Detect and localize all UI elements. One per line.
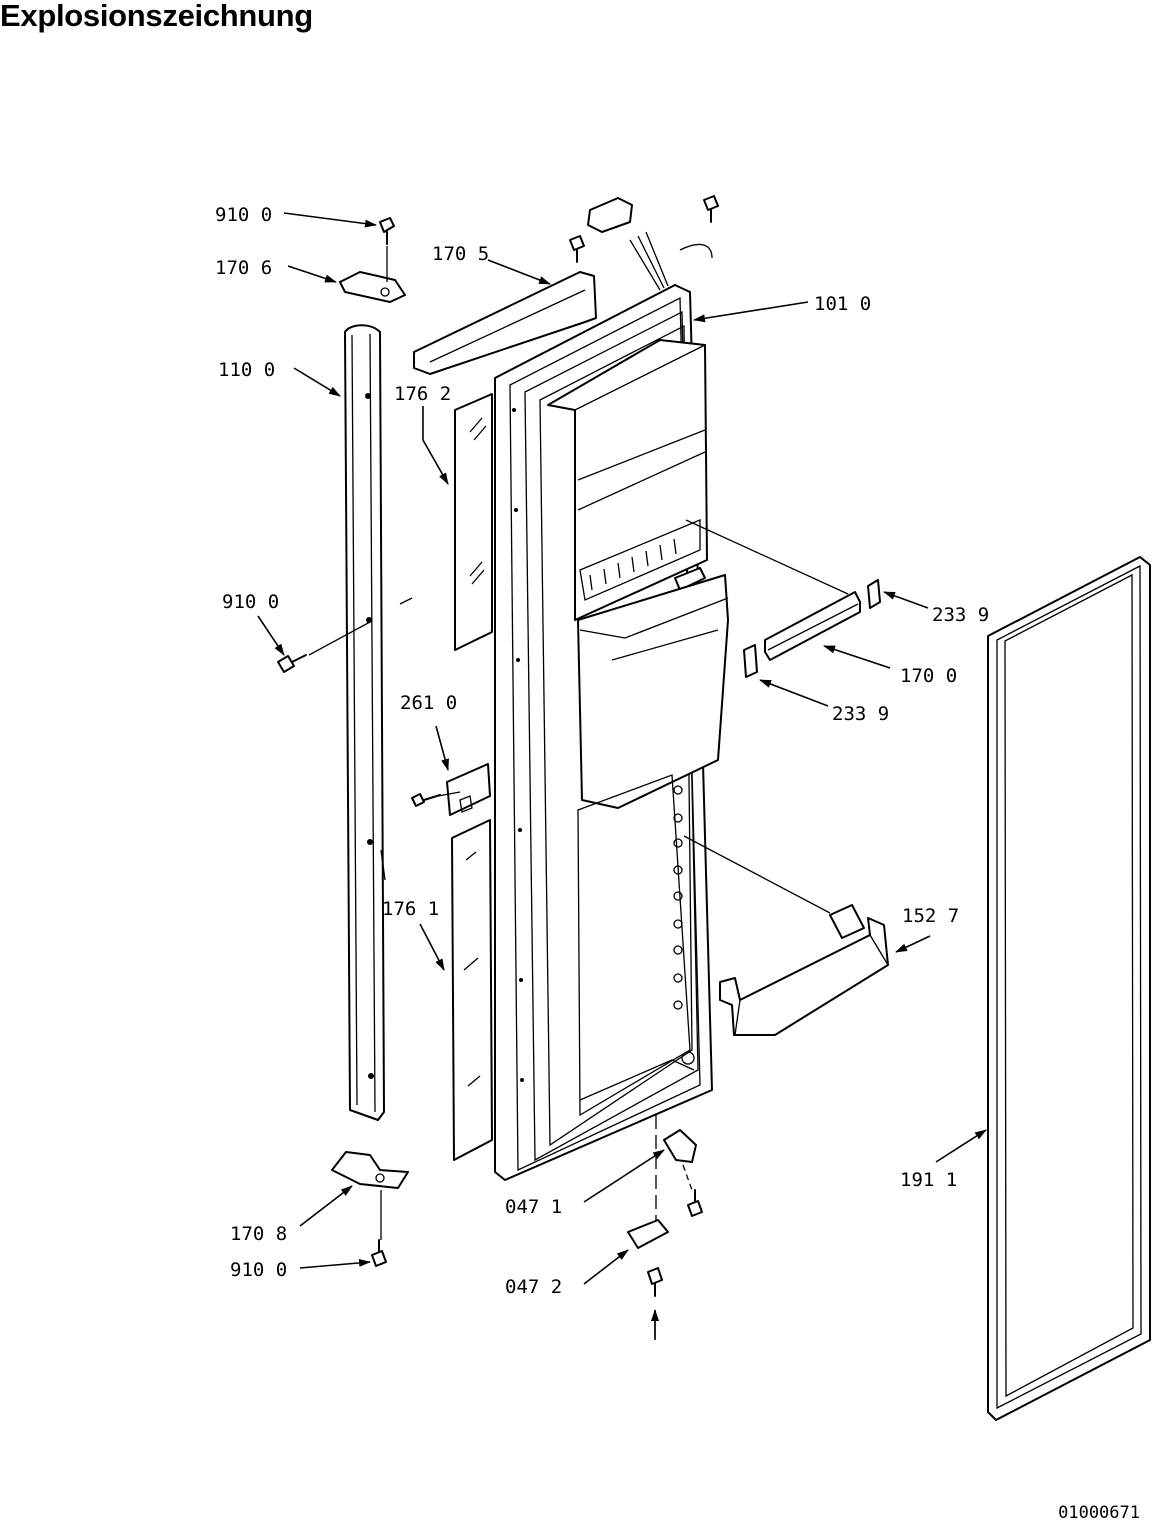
screw-icon bbox=[379, 217, 395, 245]
screw-icon bbox=[569, 235, 585, 263]
label-hinge-bottom: 170 8 bbox=[230, 1223, 287, 1245]
label-glass-lower: 176 1 bbox=[382, 898, 439, 920]
screw-icon bbox=[647, 1267, 663, 1297]
label-cover-top: 170 5 bbox=[432, 243, 489, 265]
label-end-cap-left: 233 9 bbox=[832, 703, 889, 725]
label-block: 261 0 bbox=[400, 692, 457, 714]
frame-holes bbox=[512, 408, 695, 1082]
end-cap-left bbox=[743, 644, 758, 678]
document-number: 01000671 bbox=[1058, 1503, 1140, 1523]
bottom-hinge bbox=[331, 1151, 409, 1189]
door-bin bbox=[719, 904, 889, 1036]
trim-strip bbox=[344, 324, 385, 1121]
label-end-cap-right: 233 9 bbox=[932, 604, 989, 626]
label-gasket: 191 1 bbox=[900, 1169, 957, 1191]
label-hinge-bushing: 047 1 bbox=[505, 1196, 562, 1218]
screw-icon bbox=[277, 654, 307, 673]
label-hinge-screw-top: 910 0 bbox=[215, 204, 272, 226]
screw-icon bbox=[703, 195, 719, 223]
hinge-bracket bbox=[627, 1219, 669, 1249]
screw-icon bbox=[371, 1239, 387, 1267]
door-gasket bbox=[987, 556, 1151, 1421]
label-hinge-screw-bottom: 910 0 bbox=[230, 1259, 287, 1281]
top-hinge bbox=[339, 271, 406, 303]
part-labels: 910 0 170 6 170 5 101 0 110 0 176 2 910 … bbox=[215, 204, 989, 1298]
wire-harness bbox=[587, 197, 713, 291]
leader-lines bbox=[257, 212, 987, 1340]
label-screw-mid: 910 0 bbox=[222, 591, 279, 613]
label-glass-upper: 176 2 bbox=[394, 383, 451, 405]
label-hinge-top: 170 6 bbox=[215, 257, 272, 279]
top-cover bbox=[413, 271, 597, 375]
glass-panel-upper bbox=[454, 393, 493, 651]
label-door-bin: 152 7 bbox=[902, 905, 959, 927]
shelf-rail bbox=[764, 591, 861, 661]
label-hinge-bottom-bracket: 047 2 bbox=[505, 1276, 562, 1298]
screw-icon bbox=[687, 1189, 703, 1217]
label-shelf-rail: 170 0 bbox=[900, 665, 957, 687]
screw-icon bbox=[411, 793, 441, 807]
glass-panel-lower bbox=[451, 819, 493, 1161]
door-frame bbox=[494, 284, 729, 1181]
hinge-bushing bbox=[663, 1129, 697, 1163]
label-door: 101 0 bbox=[814, 293, 871, 315]
block bbox=[446, 763, 491, 816]
end-cap-right bbox=[867, 579, 881, 609]
label-trim-strip: 110 0 bbox=[218, 359, 275, 381]
page-title: Explosionszeichnung bbox=[0, 0, 313, 33]
